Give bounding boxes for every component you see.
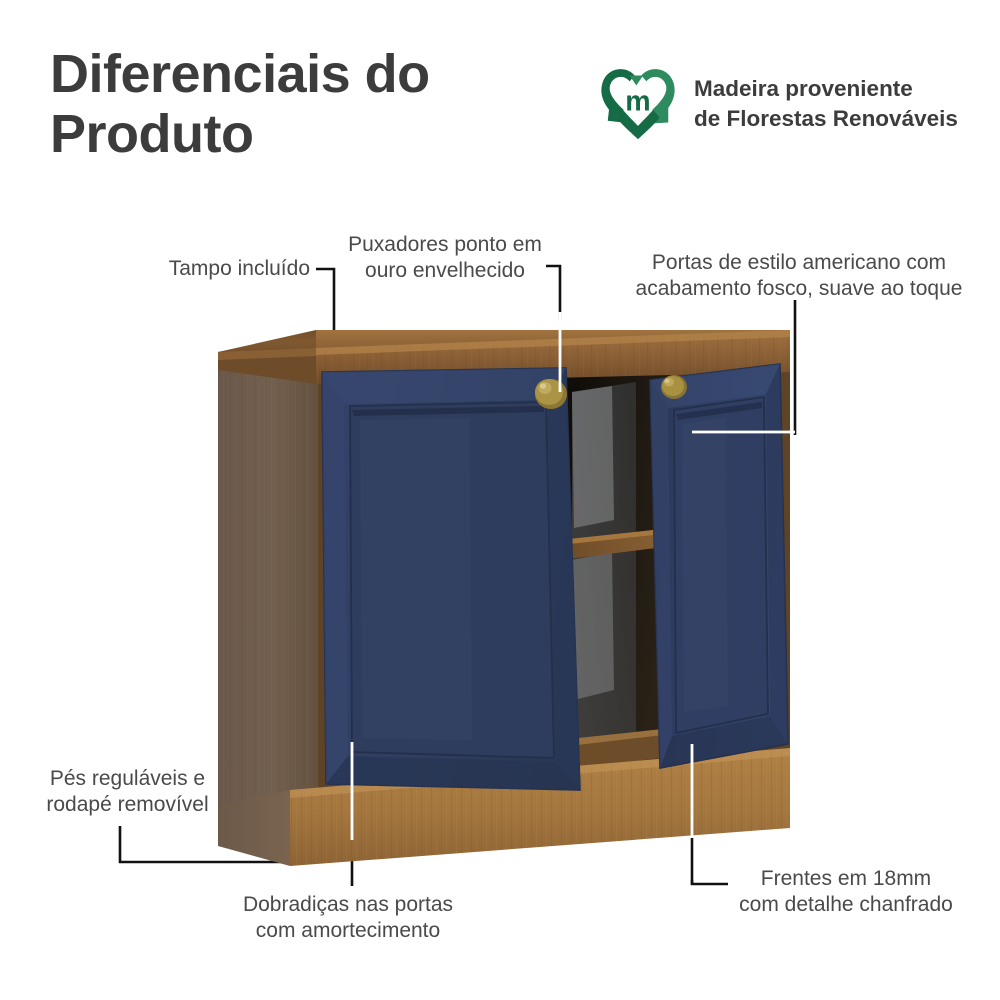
right-door[interactable]: [649, 363, 789, 769]
svg-text:m: m: [625, 86, 650, 118]
badge-text: Madeira proveniente de Florestas Renováv…: [694, 76, 958, 131]
left-side-panel: [218, 336, 318, 842]
callout-pes-reguláveis: Pés reguláveis e rodapé removível: [46, 767, 209, 817]
callout-puxadores: Puxadores ponto em ouro envelhecido: [348, 233, 542, 283]
callout-dobradicas: Dobradiças nas portas com amortecimento: [242, 893, 454, 943]
renewable-forest-badge: m Madeira proveniente de Florestas Renov…: [596, 62, 958, 146]
page-title: Diferenciais do Produto: [50, 44, 430, 165]
door-knob-right[interactable]: [661, 375, 687, 399]
interior-shelf: [560, 528, 672, 560]
door-knob-left[interactable]: [535, 379, 567, 409]
cabinet-interior: [560, 362, 672, 772]
callout-tampo-incluido: Tampo incluído: [168, 257, 310, 280]
callout-frentes-18mm: Frentes em 18mm com detalhe chanfrado: [739, 867, 953, 917]
left-door[interactable]: [321, 367, 581, 791]
callout-portas-americano: Portas de estilo americano com acabament…: [635, 251, 963, 301]
recycling-heart-logo-icon: m: [601, 69, 675, 140]
